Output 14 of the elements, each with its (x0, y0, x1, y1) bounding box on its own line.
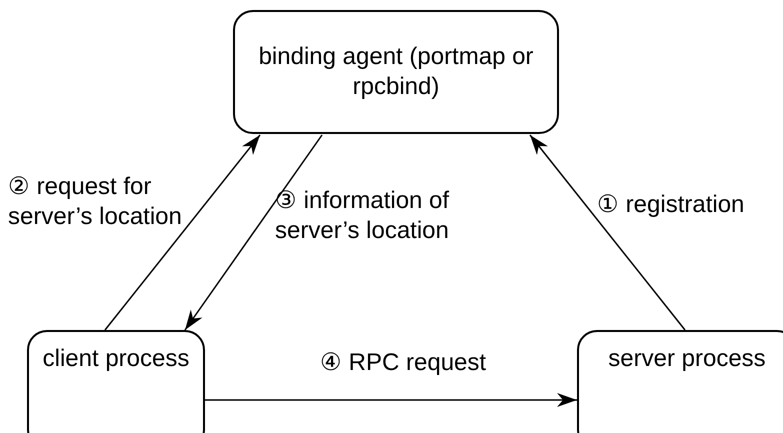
process-box (577, 330, 783, 433)
arrow (104, 134, 261, 330)
arrow (529, 134, 686, 330)
node-label: binding agent (portmap or rpcbind) (258, 42, 534, 102)
edge-label: ② request for server’s location (8, 172, 183, 232)
node-label: server process (608, 344, 766, 374)
edge-label: ④ RPC request (320, 348, 486, 378)
process-box (27, 330, 205, 433)
arrow (205, 393, 577, 407)
edge-label: ① registration (597, 190, 744, 220)
node-label: client process (42, 344, 190, 374)
process-box (233, 10, 559, 134)
arrow (184, 134, 323, 330)
edge-label: ③ information of server’s location (275, 186, 450, 246)
